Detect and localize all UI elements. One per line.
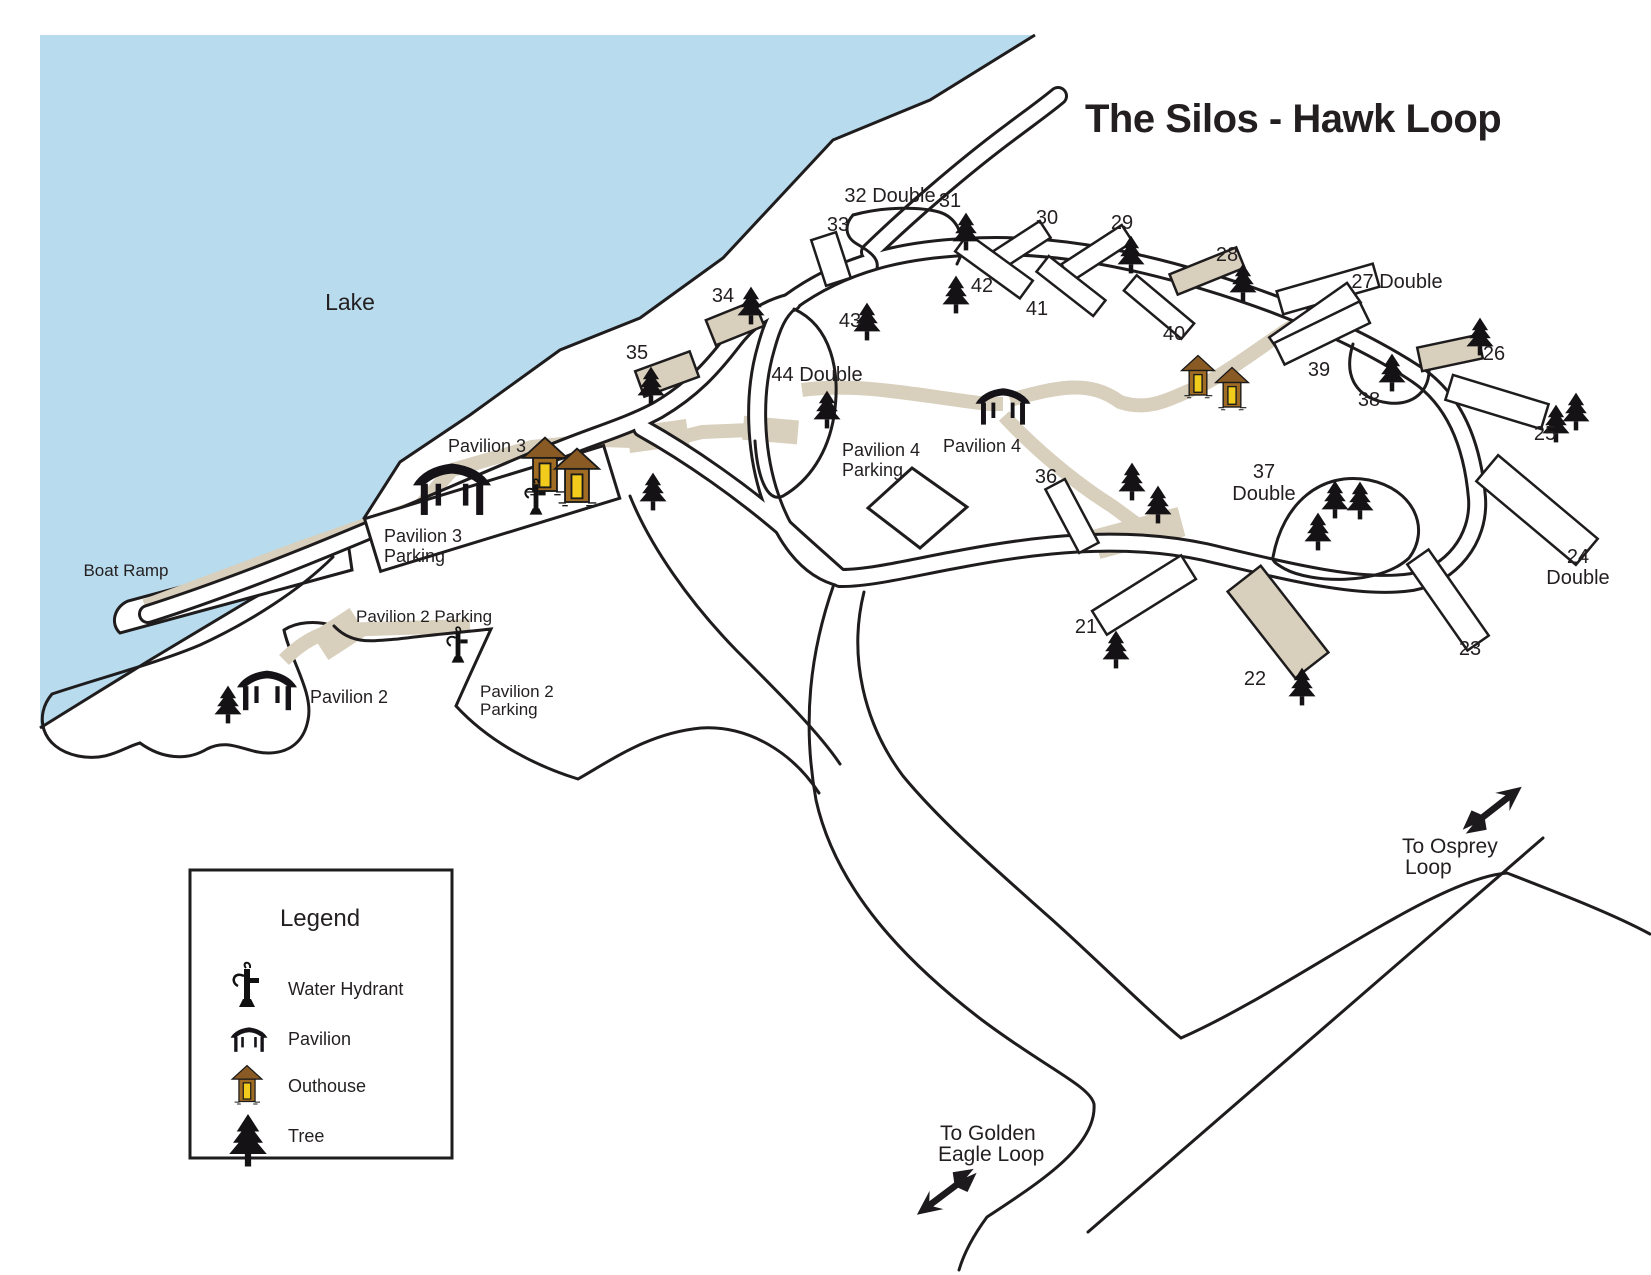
meadow-outlines xyxy=(40,555,336,759)
campsite-label-double: Double xyxy=(1232,483,1295,505)
parking3-connector xyxy=(628,494,842,766)
road-to-golden-eagle-left xyxy=(807,582,1096,1272)
path-pavilion4-west xyxy=(801,380,1003,411)
path-pavilion4-south xyxy=(998,411,1147,534)
campsite-label-double: Double xyxy=(1546,567,1609,589)
path-pavilion4-east xyxy=(1008,314,1306,413)
pavilion3-parking-label-line2: Parking xyxy=(384,546,445,566)
site37-loop xyxy=(1271,477,1420,581)
campsite-label-44-double: 44 Double xyxy=(771,364,862,386)
tree-icon xyxy=(639,472,667,511)
campsite-41 xyxy=(1034,254,1108,318)
pavilion3-parking-label-line1: Pavilion 3 xyxy=(384,526,462,546)
lake-label: Lake xyxy=(325,289,375,315)
pavilion4-parking-label-line1: Pavilion 4 xyxy=(842,440,920,460)
boat-ramp-label: Boat Ramp xyxy=(83,561,168,580)
pavilion3-label: Pavilion 3 xyxy=(448,436,526,456)
campsite-label-24: 24 xyxy=(1567,546,1589,568)
legend: Legend Water Hydrant Pavilion Outhouse T… xyxy=(188,868,454,1167)
to-golden-eagle-label-line2: Eagle Loop xyxy=(938,1143,1044,1166)
tree-icon xyxy=(1346,481,1374,520)
main-roads xyxy=(138,86,1488,624)
campsite-label-32-double: 32 Double xyxy=(844,185,935,207)
campsite-42 xyxy=(953,231,1035,301)
campsite-label-34: 34 xyxy=(712,285,734,307)
campsite-label-36: 36 xyxy=(1035,466,1057,488)
campsite-33 xyxy=(809,230,853,288)
campsite-label-40: 40 xyxy=(1163,323,1185,345)
pavilion4-parking-label-line2: Parking xyxy=(842,460,903,480)
map-labels: The Silos - Hawk Loop Lake Boat Ramp Pav… xyxy=(83,97,1501,1166)
pavilion2-parking-label-a: Pavilion 2 Parking xyxy=(356,607,492,626)
campsite-label-21: 21 xyxy=(1075,616,1097,638)
lake-water xyxy=(40,35,1035,728)
campsite-label-43: 43 xyxy=(839,310,861,332)
legend-label-tree: Tree xyxy=(288,1126,324,1146)
campsite-22 xyxy=(1225,563,1331,681)
campsite-label-26: 26 xyxy=(1483,343,1505,365)
campsite-label-35: 35 xyxy=(626,342,648,364)
campsite-label-38: 38 xyxy=(1358,389,1380,411)
legend-box xyxy=(188,868,454,1160)
campsite-21 xyxy=(1090,553,1198,637)
campsite-23 xyxy=(1405,547,1491,653)
campsite-label-25: 25 xyxy=(1534,423,1556,445)
legend-label-pavilion: Pavilion xyxy=(288,1029,351,1049)
to-golden-eagle-label-line1: To Golden xyxy=(940,1122,1036,1145)
campsite-24 xyxy=(1474,453,1600,567)
tree-icon xyxy=(1321,480,1349,519)
campsites xyxy=(633,219,1600,681)
tree-icon xyxy=(1562,392,1590,431)
shoreline xyxy=(39,33,1036,730)
path-pavilion2 xyxy=(279,619,471,666)
map-title: The Silos - Hawk Loop xyxy=(1085,97,1501,141)
campsite-label-39: 39 xyxy=(1308,359,1330,381)
legend-label-outhouse: Outhouse xyxy=(288,1076,366,1096)
campsite-label-41: 41 xyxy=(1026,298,1048,320)
pavilion2-label: Pavilion 2 xyxy=(310,687,388,707)
campsite-label-31: 31 xyxy=(939,190,961,212)
campsite-28 xyxy=(1167,245,1247,297)
road-to-golden-eagle-right xyxy=(856,590,1651,1040)
campsite-label-30: 30 xyxy=(1036,207,1058,229)
campsite-39 xyxy=(1272,299,1372,367)
pavilion-2-icon xyxy=(237,670,297,711)
to-osprey-label-line2: Loop xyxy=(1405,856,1452,879)
inner-loops xyxy=(753,206,1431,581)
tree-icon xyxy=(942,275,970,314)
campsite-label-28: 28 xyxy=(1216,244,1238,266)
pavilion2-parking-label-b-line2: Parking xyxy=(480,700,538,719)
pavilion4-parking-lot xyxy=(865,466,970,550)
tree-icon xyxy=(1118,462,1146,501)
campsite-label-22: 22 xyxy=(1244,668,1266,690)
thin-roads xyxy=(332,494,1651,1272)
campsite-40 xyxy=(1122,273,1196,341)
pavilion4-label: Pavilion 4 xyxy=(943,436,1021,456)
pavilion2-parking-label-b-line1: Pavilion 2 xyxy=(480,682,554,701)
campsite-25 xyxy=(1443,373,1551,431)
arrow-to-osprey-icon xyxy=(1456,777,1530,842)
legend-title: Legend xyxy=(280,905,360,932)
tree-icon xyxy=(1304,512,1332,551)
site38-loop xyxy=(1348,342,1431,405)
campsite-label-27-double: 27 Double xyxy=(1351,271,1442,293)
campsite-label-37: 37 xyxy=(1253,461,1275,483)
arrow-to-golden-eagle-icon xyxy=(909,1160,983,1225)
to-osprey-label-line1: To Osprey xyxy=(1402,835,1498,858)
road-to-osprey xyxy=(1086,836,1545,1234)
lake xyxy=(39,33,1036,730)
legend-label-water-hydrant: Water Hydrant xyxy=(288,979,403,999)
campsite-label-33: 33 xyxy=(827,214,849,236)
campsite-label-29: 29 xyxy=(1111,212,1133,234)
tree-icon xyxy=(214,685,242,724)
site44-loop xyxy=(753,307,838,499)
campsite-36 xyxy=(1043,477,1101,555)
parking2-boundary xyxy=(332,624,821,795)
campsite-label-23: 23 xyxy=(1459,638,1481,660)
campsite-label-42: 42 xyxy=(971,275,993,297)
